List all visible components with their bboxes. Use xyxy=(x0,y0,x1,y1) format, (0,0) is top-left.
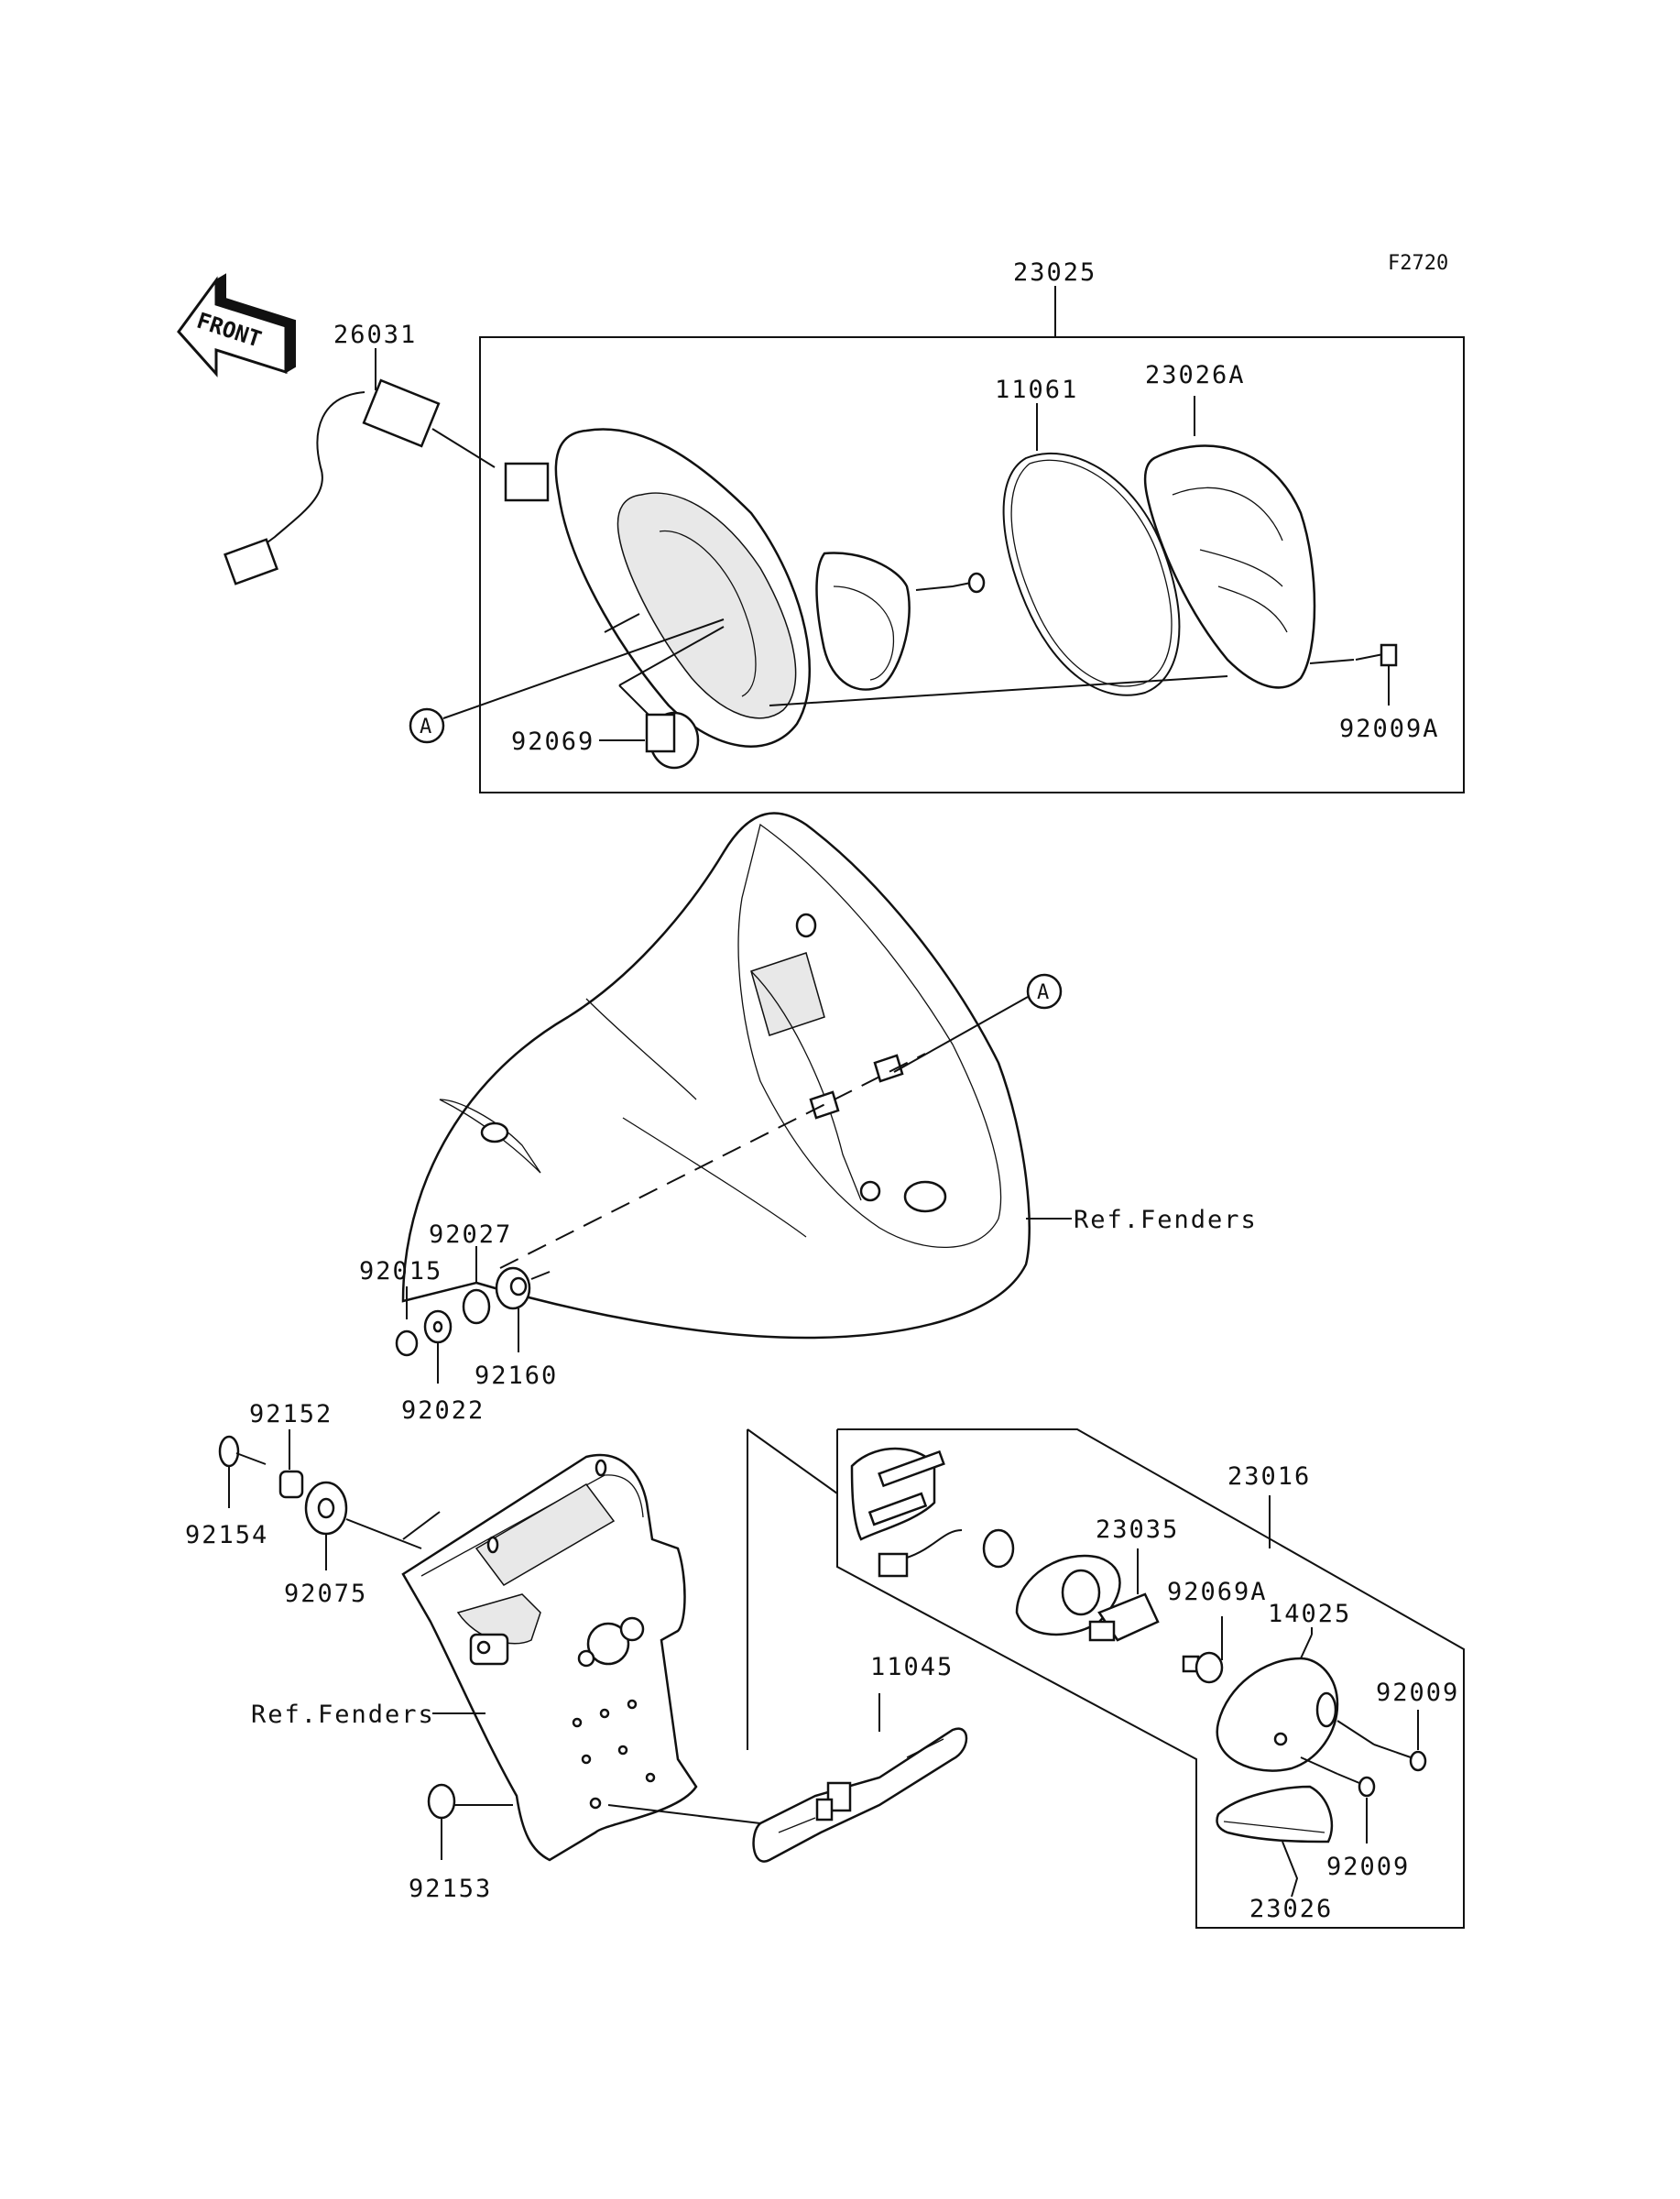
label-92009A: 92009A xyxy=(1339,715,1440,743)
front-arrow-icon: FRONT xyxy=(177,273,296,377)
cover-14025 xyxy=(1216,1627,1339,1772)
label-23026A: 23026A xyxy=(1145,361,1246,389)
label-92069A: 92069A xyxy=(1167,1578,1268,1606)
label-26031: 26031 xyxy=(333,321,417,349)
svg-text:A: A xyxy=(1037,981,1049,1004)
screw-92009-bottom xyxy=(1300,1756,1376,1843)
screw-92009A xyxy=(769,643,1398,706)
socket-23035 xyxy=(1015,1548,1160,1642)
screw-92009-top xyxy=(1336,1710,1427,1772)
reflector xyxy=(815,552,986,691)
label-92009-top: 92009 xyxy=(1376,1679,1459,1707)
tail-lamp-assembly-box xyxy=(479,286,1465,793)
ref-fenders-top: Ref.Fenders xyxy=(1074,1206,1258,1234)
label-92027: 92027 xyxy=(429,1220,512,1249)
lens-23026 xyxy=(1216,1785,1334,1898)
license-bracket xyxy=(401,1453,698,1862)
harness-26031 xyxy=(224,348,550,585)
rear-fender xyxy=(401,812,1031,1340)
label-23035: 23035 xyxy=(1096,1515,1179,1544)
license-lamp-box xyxy=(747,1428,1465,1929)
washer-92153 xyxy=(427,1783,513,1860)
ref-fenders-bottom: Ref.Fenders xyxy=(251,1701,435,1729)
label-23026: 23026 xyxy=(1249,1895,1333,1923)
label-92154: 92154 xyxy=(185,1521,268,1549)
label-11045: 11045 xyxy=(870,1653,954,1681)
lamp-base xyxy=(850,1447,1015,1578)
label-14025: 14025 xyxy=(1268,1600,1351,1628)
label-92022: 92022 xyxy=(401,1396,485,1425)
label-23025: 23025 xyxy=(1013,258,1096,287)
label-92160: 92160 xyxy=(475,1362,558,1390)
lamp-housing xyxy=(554,428,811,748)
label-92009-bottom: 92009 xyxy=(1326,1853,1410,1881)
label-11061: 11061 xyxy=(995,376,1078,404)
callout-a-top: A xyxy=(409,618,725,744)
lens-23026A xyxy=(1143,396,1316,689)
bulb-92069A xyxy=(1182,1616,1224,1684)
label-92153: 92153 xyxy=(409,1875,492,1903)
label-92015: 92015 xyxy=(359,1257,442,1285)
label-92069: 92069 xyxy=(511,728,595,756)
bulb-92069 xyxy=(618,626,725,770)
callout-a-fender: A xyxy=(893,973,1063,1073)
label-92152: 92152 xyxy=(249,1400,333,1428)
label-92075: 92075 xyxy=(284,1580,367,1608)
svg-text:A: A xyxy=(420,716,431,738)
fastener-stack xyxy=(395,1246,551,1384)
label-23016: 23016 xyxy=(1227,1462,1311,1491)
plate-holder-11045 xyxy=(607,1693,968,1863)
mount-centerline xyxy=(499,1053,926,1269)
figure-code: F2720 xyxy=(1388,252,1448,275)
gasket-11061 xyxy=(1002,403,1181,696)
mount-hardware xyxy=(218,1429,422,1570)
